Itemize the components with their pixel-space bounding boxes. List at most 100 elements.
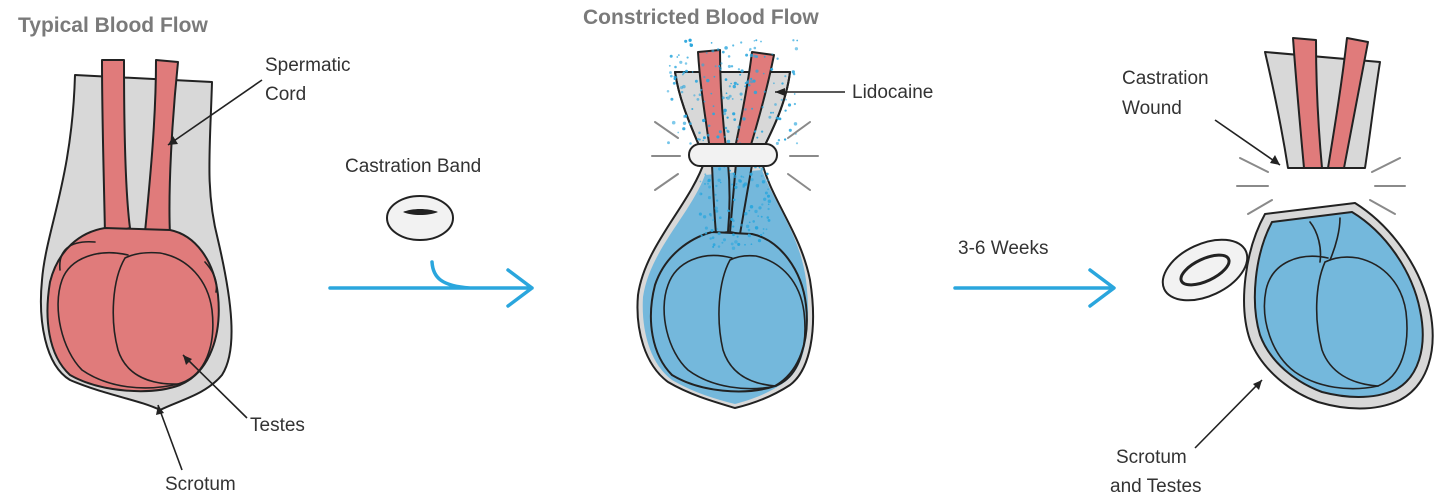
lidocaine-dot	[670, 55, 673, 58]
lidocaine-dot	[720, 62, 722, 64]
lidocaine-dot	[756, 137, 758, 139]
lidocaine-dot	[713, 105, 715, 107]
lidocaine-dot	[681, 91, 683, 93]
constricted-scrotum-illustration	[637, 50, 813, 408]
lidocaine-dot	[759, 167, 761, 169]
lidocaine-dot	[745, 54, 748, 57]
lidocaine-dot	[670, 98, 673, 101]
lidocaine-dot	[714, 76, 716, 78]
lidocaine-dot	[670, 75, 673, 78]
lidocaine-dot	[685, 70, 688, 73]
lidocaine-dot	[727, 210, 729, 212]
lidocaine-dot	[734, 186, 737, 189]
label-spermatic: Spermatic	[265, 55, 351, 76]
lidocaine-dot	[714, 207, 718, 211]
label-castration: Castration	[1122, 68, 1209, 89]
lidocaine-dot	[763, 198, 766, 201]
lidocaine-dot	[737, 236, 739, 238]
lidocaine-dot	[708, 196, 711, 199]
lidocaine-dot	[706, 52, 708, 54]
lidocaine-dot	[722, 96, 725, 99]
lidocaine-dot	[723, 112, 726, 115]
lidocaine-dot	[729, 85, 731, 87]
lidocaine-dot	[732, 44, 734, 46]
lidocaine-dot	[674, 76, 676, 78]
lidocaine-dot	[761, 168, 764, 171]
lidocaine-dot	[770, 68, 773, 71]
lidocaine-dot	[774, 103, 777, 106]
lidocaine-dot	[704, 183, 706, 185]
lidocaine-dot	[796, 142, 798, 144]
lidocaine-dot	[785, 99, 787, 101]
lidocaine-dot	[717, 232, 720, 235]
lidocaine-dot	[734, 82, 737, 85]
lidocaine-dot	[674, 66, 677, 69]
lidocaine-dot	[715, 65, 717, 67]
lidocaine-dot	[703, 136, 706, 139]
lidocaine-dot	[781, 99, 783, 101]
label-lidocaine: Lidocaine	[852, 82, 933, 103]
lidocaine-dot	[766, 228, 768, 230]
arrow-duration	[955, 270, 1114, 306]
lidocaine-dot	[722, 51, 725, 54]
lidocaine-dot	[751, 243, 753, 245]
lidocaine-dot	[754, 210, 757, 213]
lidocaine-dot	[708, 125, 711, 128]
lidocaine-dot	[749, 50, 751, 52]
title-constricted-blood-flow: Constricted Blood Flow	[583, 6, 819, 29]
lidocaine-dot	[763, 228, 765, 230]
lidocaine-dot	[746, 225, 749, 228]
lidocaine-dot	[667, 141, 670, 144]
lidocaine-dot	[710, 93, 712, 95]
lidocaine-dot	[701, 63, 704, 66]
lidocaine-dot	[764, 56, 766, 58]
lidocaine-dot	[726, 97, 728, 99]
lidocaine-dot	[754, 55, 757, 58]
lidocaine-dot	[763, 232, 765, 234]
lidocaine-dot	[794, 93, 796, 95]
lidocaine-dot	[716, 200, 718, 202]
lidocaine-dot	[743, 176, 745, 178]
lidocaine-dot	[691, 108, 693, 110]
lidocaine-dot	[702, 140, 704, 142]
lidocaine-dot	[729, 170, 731, 172]
testes-shape	[651, 232, 807, 391]
lidocaine-dot	[767, 179, 769, 181]
lidocaine-dot	[698, 132, 701, 135]
lidocaine-dot	[767, 216, 770, 219]
lidocaine-dot	[712, 219, 714, 221]
lidocaine-dot	[761, 175, 763, 177]
lidocaine-dot	[761, 203, 763, 205]
lidocaine-dot	[710, 215, 712, 217]
lidocaine-dot	[697, 138, 699, 140]
lidocaine-dot	[702, 119, 705, 122]
lidocaine-dot	[778, 139, 780, 141]
lidocaine-dot	[725, 127, 728, 130]
lidocaine-dot	[748, 210, 750, 212]
lidocaine-dot	[689, 142, 692, 145]
lidocaine-dot	[730, 83, 732, 85]
lidocaine-dot	[719, 216, 722, 219]
lidocaine-dot	[781, 82, 783, 84]
lidocaine-dot	[754, 91, 757, 94]
lidocaine-dot	[718, 245, 720, 247]
lidocaine-dot	[750, 173, 753, 176]
lidocaine-dot	[734, 240, 738, 244]
lidocaine-dot	[768, 200, 772, 204]
lidocaine-dot	[764, 91, 766, 93]
lidocaine-dot	[708, 179, 711, 182]
lidocaine-dot	[739, 74, 741, 76]
lidocaine-dot	[792, 70, 795, 73]
lidocaine-dot	[732, 233, 735, 236]
label-wound: Wound	[1122, 98, 1182, 119]
lidocaine-dot	[692, 71, 694, 73]
lidocaine-dot	[755, 39, 757, 41]
lidocaine-dot	[721, 242, 723, 244]
lidocaine-dot	[733, 175, 736, 178]
lidocaine-dot	[709, 237, 711, 239]
label-duration: 3-6 Weeks	[958, 238, 1048, 259]
lidocaine-dot	[744, 182, 748, 186]
lidocaine-dot	[700, 235, 702, 237]
lidocaine-dot	[700, 193, 702, 195]
lidocaine-dot	[794, 103, 796, 105]
